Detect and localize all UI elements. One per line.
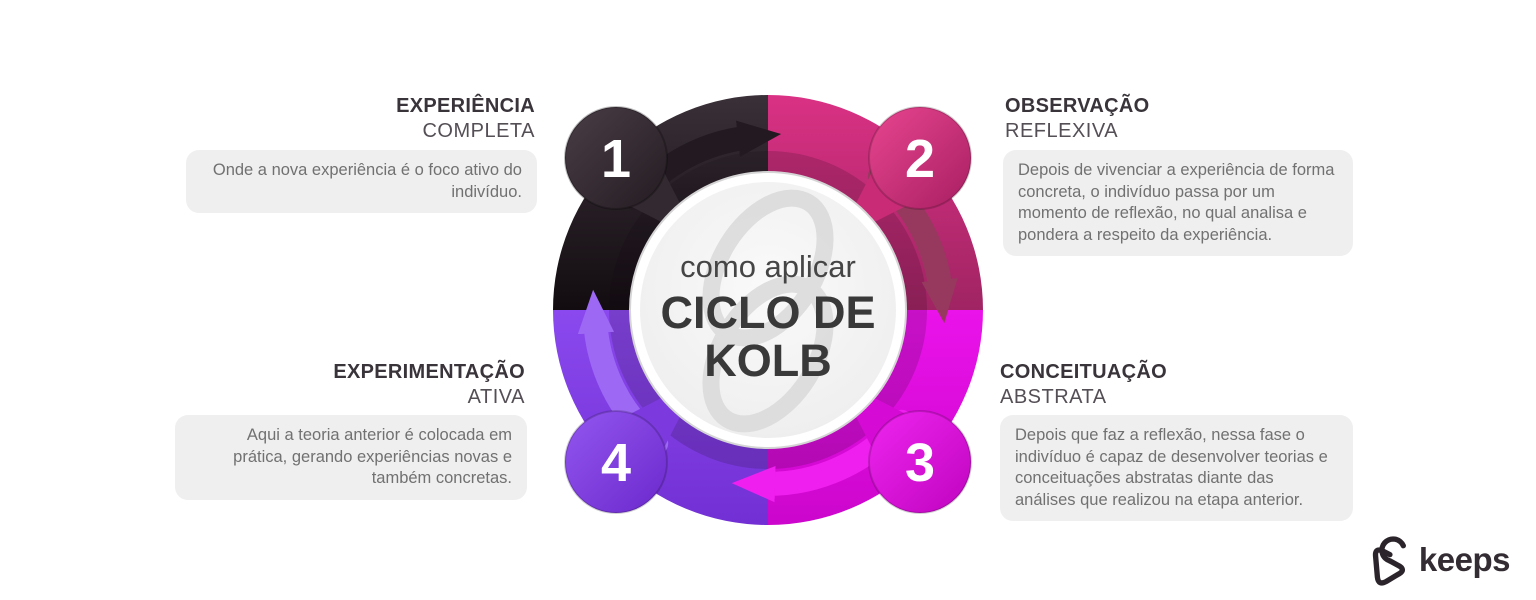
stage-3-heading: CONCEITUAÇÃO ABSTRATA bbox=[1000, 360, 1360, 410]
stage-2-heading: OBSERVAÇÃO REFLEXIVA bbox=[1005, 94, 1355, 144]
center-title-line1: CICLO DE bbox=[660, 287, 875, 338]
stage-2-number: 2 bbox=[905, 129, 935, 189]
keeps-brand: keeps bbox=[1364, 532, 1511, 588]
center-title-line2: KOLB bbox=[704, 335, 832, 386]
stage-1-subtitle: COMPLETA bbox=[422, 120, 535, 142]
stage-2-title: OBSERVAÇÃO bbox=[1005, 95, 1150, 117]
keeps-logo-icon bbox=[1372, 536, 1406, 586]
stage-4-description: Aqui a teoria anterior é colocada em prá… bbox=[175, 415, 527, 500]
stage-2-subtitle: REFLEXIVA bbox=[1005, 120, 1119, 142]
stage-4-number: 4 bbox=[601, 433, 631, 493]
stage-4-title: EXPERIMENTAÇÃO bbox=[333, 361, 525, 383]
stage-2-description: Depois de vivenciar a experiência de for… bbox=[1003, 150, 1353, 256]
stage-3-number: 3 bbox=[905, 433, 935, 493]
stage-1-number: 1 bbox=[601, 129, 631, 189]
keeps-brand-word: keeps bbox=[1418, 541, 1511, 578]
stage-4-badge bbox=[564, 410, 668, 514]
stage-3-title: CONCEITUAÇÃO bbox=[1000, 361, 1167, 383]
stage-1-heading: EXPERIÊNCIA COMPLETA bbox=[185, 94, 535, 144]
stage-1-title: EXPERIÊNCIA bbox=[396, 95, 535, 117]
stage-2-badge bbox=[868, 106, 972, 210]
stage-3-subtitle: ABSTRATA bbox=[1000, 386, 1107, 408]
keeps-watermark-icon bbox=[702, 189, 834, 433]
stage-3-description: Depois que faz a reflexão, nessa fase o … bbox=[1000, 415, 1353, 521]
stage-4-heading: EXPERIMENTAÇÃO ATIVA bbox=[175, 360, 525, 410]
kolb-cycle-diagram: 1 2 3 4 como aplicar CICLO DE KOLB bbox=[553, 95, 983, 525]
stage-3-badge bbox=[868, 410, 972, 514]
stage-1-badge bbox=[564, 106, 668, 210]
stage-1-description: Onde a nova experiência é o foco ativo d… bbox=[186, 150, 537, 213]
stage-4-subtitle: ATIVA bbox=[467, 386, 525, 408]
center-kicker: como aplicar bbox=[680, 249, 856, 284]
ring-inner-shade bbox=[609, 151, 927, 469]
